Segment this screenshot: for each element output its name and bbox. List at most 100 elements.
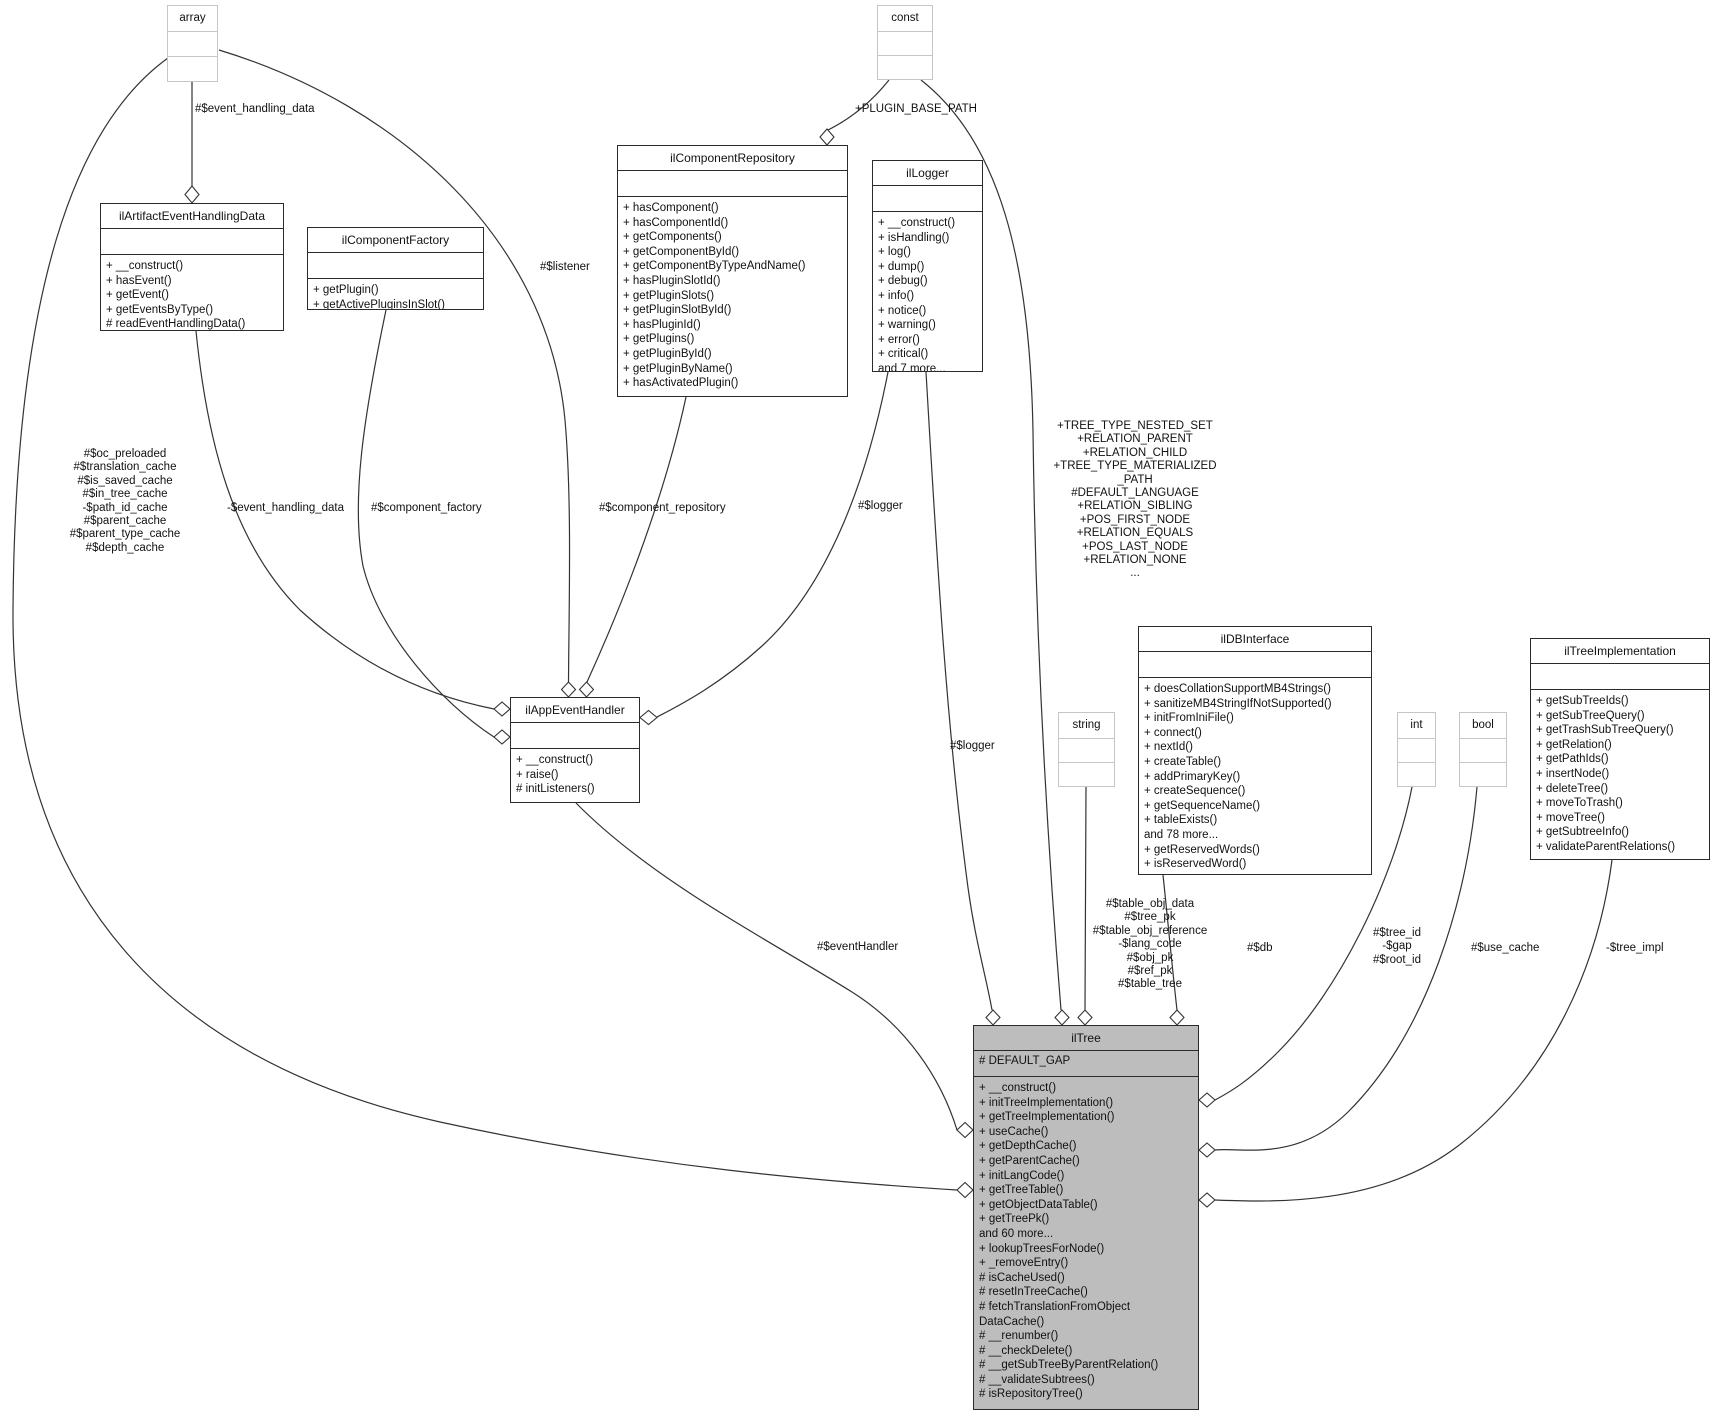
- class-attributes: [308, 253, 483, 279]
- edge-array-to-ilappeventhandler: [218, 49, 571, 683]
- class-title: ilArtifactEventHandlingData: [101, 204, 283, 229]
- class-attributes: [1139, 652, 1371, 678]
- edge-iltreeimplementation-to-iltree: [1214, 859, 1613, 1202]
- edge-label-logger-to-tree: #$logger: [950, 740, 995, 752]
- class-title: ilLogger: [873, 161, 982, 186]
- edge-label-tree-id-attrs: #$tree_id -$gap #$root_id: [1373, 927, 1421, 966]
- edge-label-event-handling-data: #$event_handling_data: [195, 103, 315, 115]
- empty-compartment: [168, 57, 217, 81]
- empty-compartment: [1460, 763, 1506, 786]
- edge-label-component-factory: #$component_factory: [371, 502, 482, 514]
- edge-bool-to-iltree: [1214, 786, 1478, 1151]
- class-array: array: [167, 5, 218, 82]
- class-methods: + __construct() + initTreeImplementation…: [979, 1082, 1159, 1401]
- class-attributes: [873, 186, 982, 212]
- class-title: bool: [1460, 713, 1506, 739]
- class-title: array: [168, 6, 217, 32]
- aggregation-diamond-ilappeventhandler-listener: [560, 681, 577, 698]
- aggregation-diamond-iltree-array: [956, 1181, 974, 1199]
- edge-label-use-cache: #$use_cache: [1471, 942, 1540, 954]
- edge-illogger-to-ilappeventhandler: [656, 371, 889, 718]
- edge-const-to-iltree: [920, 79, 1062, 1011]
- empty-compartment: [1059, 739, 1114, 763]
- aggregation-diamond-ilartifacteventhandlingdata: [184, 185, 200, 204]
- edge-ildbinterface-to-iltree: [1162, 874, 1178, 1011]
- class-attributes: [511, 723, 639, 749]
- empty-compartment: [1398, 763, 1435, 786]
- class-methods: + getSubTreeIds() + getSubTreeQuery() + …: [1536, 695, 1676, 853]
- edge-const-to-ilcomponentrepository: [827, 79, 890, 131]
- aggregation-diamond-iltree-db: [1169, 1009, 1185, 1026]
- class-methods: + getPlugin() + getActivePluginsInSlot(): [313, 284, 445, 309]
- class-attributes: [101, 229, 283, 255]
- edge-label-table-attrs: #$table_obj_data #$tree_pk #$table_obj_r…: [1092, 898, 1208, 991]
- class-attributes: [1531, 664, 1709, 690]
- edge-string-to-iltree: [1084, 786, 1087, 1011]
- empty-compartment: [1460, 739, 1506, 763]
- class-methods: + hasComponent() + hasComponentId() + ge…: [623, 202, 806, 390]
- class-methods: + doesCollationSupportMB4Strings() + san…: [1144, 683, 1332, 871]
- class-title: ilDBInterface: [1139, 627, 1371, 652]
- aggregation-diamond-ilappeventhandler-repository: [578, 681, 595, 698]
- edge-label-db: #$db: [1247, 942, 1273, 954]
- empty-compartment: [1059, 763, 1114, 786]
- class-ildbinterface: ilDBInterface + doesCollationSupportMB4S…: [1138, 626, 1372, 875]
- empty-compartment: [168, 32, 217, 57]
- edge-int-to-iltree: [1214, 786, 1413, 1101]
- class-methods: + __construct() + hasEvent() + getEvent(…: [106, 260, 246, 330]
- class-ilcomponentrepository: ilComponentRepository + hasComponent() +…: [617, 145, 848, 397]
- empty-compartment: [1398, 739, 1435, 763]
- aggregation-diamond-iltree-eventhandler: [956, 1121, 974, 1139]
- class-ilcomponentfactory: ilComponentFactory + getPlugin() + getAc…: [307, 227, 484, 310]
- class-title: ilTree: [974, 1026, 1198, 1051]
- aggregation-diamond-iltree-bool: [1198, 1142, 1216, 1158]
- class-bool: bool: [1459, 712, 1507, 787]
- class-ilappeventhandler: ilAppEventHandler + __construct() + rais…: [510, 697, 640, 803]
- aggregation-diamond-ilappeventhandler-logger: [639, 709, 658, 726]
- edge-label-tree-cache-attrs: #$oc_preloaded #$translation_cache #$is_…: [69, 448, 181, 554]
- class-int: int: [1397, 712, 1436, 787]
- edge-label-component-repository: #$component_repository: [599, 502, 726, 514]
- edge-ilcomponentfactory-to-ilappeventhandler: [357, 309, 495, 738]
- edge-ilappeventhandler-to-iltree: [575, 802, 958, 1131]
- class-const: const: [877, 5, 933, 80]
- class-title: ilComponentRepository: [618, 146, 847, 171]
- edge-ilartifacteventhandlingdata-to-ilappeventhandler: [195, 330, 495, 710]
- aggregation-diamond-iltree-int: [1198, 1092, 1216, 1108]
- aggregation-diamond-ilappeventhandler-eventdata: [493, 701, 511, 717]
- class-iltree: ilTree # DEFAULT_GAP + __construct() + i…: [973, 1025, 1199, 1410]
- class-attributes: # DEFAULT_GAP: [974, 1051, 1198, 1077]
- edge-label-tree-consts: +TREE_TYPE_NESTED_SET +RELATION_PARENT +…: [1053, 420, 1217, 580]
- class-title: ilComponentFactory: [308, 228, 483, 253]
- class-methods: + __construct() + isHandling() + log() +…: [878, 217, 956, 371]
- edge-label-tree-impl: -$tree_impl: [1606, 942, 1664, 954]
- edge-label-plugin-base-path: +PLUGIN_BASE_PATH: [855, 103, 977, 115]
- edge-label-listener: #$listener: [540, 261, 590, 273]
- class-attributes: [618, 171, 847, 197]
- class-title: string: [1059, 713, 1114, 739]
- edge-illogger-to-iltree: [925, 371, 993, 1011]
- aggregation-diamond-iltree-const: [1054, 1009, 1070, 1026]
- class-ilartifacteventhandlingdata: ilArtifactEventHandlingData + __construc…: [100, 203, 284, 331]
- class-title: ilAppEventHandler: [511, 698, 639, 723]
- aggregation-diamond-iltree-logger: [985, 1009, 1001, 1026]
- class-title: int: [1398, 713, 1435, 739]
- edge-label-event-handler: #$eventHandler: [817, 941, 899, 953]
- class-illogger: ilLogger + __construct() + isHandling() …: [872, 160, 983, 372]
- empty-compartment: [878, 56, 932, 79]
- aggregation-diamond-iltree-treeimpl: [1198, 1192, 1216, 1208]
- edge-label-minus-event-handling-data: -$event_handling_data: [227, 502, 345, 514]
- class-iltreeimplementation: ilTreeImplementation + getSubTreeIds() +…: [1530, 638, 1710, 860]
- class-methods: + __construct() + raise() # initListener…: [516, 754, 595, 796]
- empty-compartment: [878, 32, 932, 56]
- edge-array-to-iltree: [12, 57, 958, 1191]
- aggregation-diamond-ilcomponentrepository-const: [819, 128, 835, 146]
- edge-ilcomponentrepository-to-ilappeventhandler: [586, 396, 687, 683]
- edge-label-logger-to-handler: #$logger: [858, 500, 903, 512]
- class-title: const: [878, 6, 932, 32]
- class-string: string: [1058, 712, 1115, 787]
- aggregation-diamond-iltree-string: [1077, 1009, 1093, 1026]
- class-title: ilTreeImplementation: [1531, 639, 1709, 664]
